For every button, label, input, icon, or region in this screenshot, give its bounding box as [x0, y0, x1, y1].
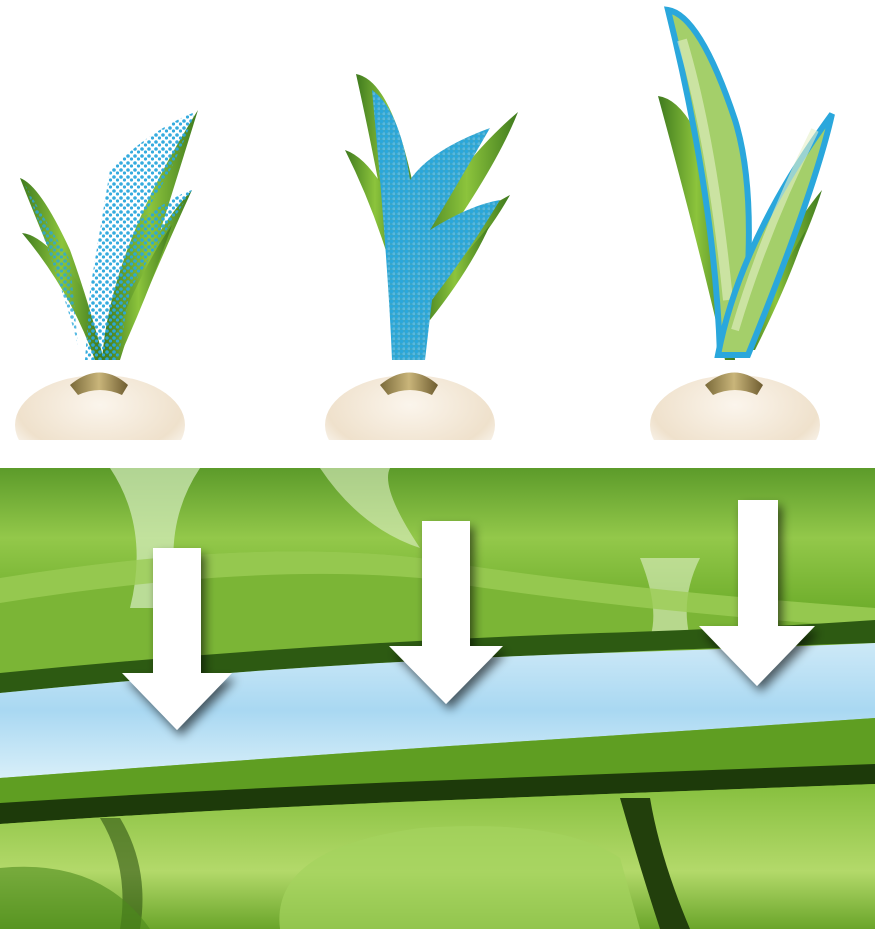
sprout-1: [15, 110, 198, 440]
sprout-3: [650, 10, 832, 440]
sprout-stages-illustration: [0, 0, 875, 440]
leaf-closeup-illustration: [0, 468, 875, 929]
sprout-stages-panel: [0, 0, 875, 440]
leaf-closeup-panel: [0, 468, 875, 929]
sprout-2: [325, 74, 518, 440]
marker-dots-1: [85, 112, 195, 360]
